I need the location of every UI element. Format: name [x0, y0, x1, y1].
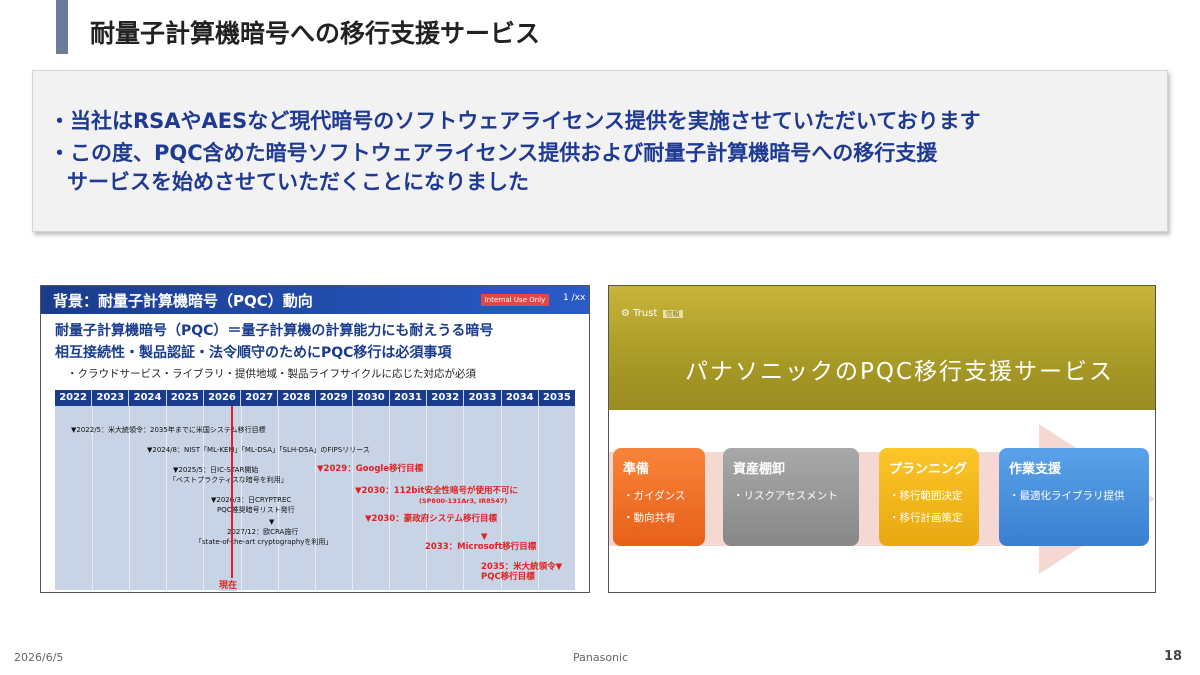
- bullet-1: ・当社はRSAやAESなど現代暗号のソフトウェアライセンス提供を実施させていただ…: [49, 109, 981, 133]
- year-label: 2022: [55, 390, 93, 406]
- year-gridline: [241, 406, 242, 590]
- timeline-target: PQC移行目標: [481, 572, 535, 582]
- timeline-event: ▼2022/5：米大統領令：2035年までに米国システム移行目標: [71, 426, 266, 434]
- title-accent-bar: [56, 0, 68, 54]
- timeline-event: 2027/12：欧CRA施行: [227, 528, 299, 536]
- year-gridline: [203, 406, 204, 590]
- step-item: ・最適化ライブラリ提供: [1009, 490, 1125, 502]
- step-card-planning: プランニング ・移行範囲決定 ・移行計画策定: [879, 448, 979, 546]
- year-label: 2025: [167, 390, 204, 406]
- bullet-2-continued: サービスを始めさせていただくことになりました: [67, 170, 529, 194]
- step-title: 準備: [623, 462, 650, 477]
- timeline-event: 「state-of-the-art cryptographyを利用」: [195, 538, 333, 546]
- now-label: 現在: [219, 578, 238, 591]
- timeline-event: ▼2025/5：日IC-STAR開始: [173, 466, 259, 474]
- step-title: 資産棚卸: [733, 462, 786, 477]
- background-slide-page: 1 /xx: [563, 293, 586, 303]
- summary-callout: ・当社はRSAやAESなど現代暗号のソフトウェアライセンス提供を実施させていただ…: [32, 70, 1168, 232]
- step-title: プランニング: [889, 462, 968, 477]
- trust-logo-text: Trust: [633, 308, 658, 319]
- service-title-band: ⚙ Trust 信頼 パナソニックのPQC移行支援サービス: [609, 286, 1155, 410]
- timeline-event: ▼2026/3：日CRYPTREC: [211, 496, 292, 504]
- step-card-inventory: 資産棚卸 ・リスクアセスメント: [723, 448, 859, 546]
- trust-logo: ⚙ Trust 信頼: [621, 308, 683, 319]
- year-label: 2023: [92, 390, 130, 406]
- year-label: 2033: [464, 390, 502, 406]
- step-item: ・ガイダンス: [623, 490, 686, 502]
- step-card-support: 作業支援 ・最適化ライブラリ提供: [999, 448, 1149, 546]
- year-label: 2026: [204, 390, 242, 406]
- year-label: 2029: [316, 390, 353, 406]
- year-gridline: [278, 406, 279, 590]
- slide-title: 耐量子計算機暗号への移行支援サービス: [90, 19, 541, 48]
- year-gridline: [129, 406, 130, 590]
- year-label: 2028: [278, 390, 316, 406]
- timeline-target: ▼: [481, 532, 488, 542]
- pqc-timeline: 2022 2023 2024 2025 2026 2027 2028 2029 …: [55, 390, 575, 591]
- year-label: 2024: [129, 390, 167, 406]
- year-gridline: [352, 406, 353, 590]
- timeline-target: 2033：Microsoft移行目標: [425, 542, 537, 552]
- background-slide-image: 背景：耐量子計算機暗号（PQC）動向 Internal Use Only 1 /…: [40, 285, 590, 593]
- service-title: パナソニックのPQC移行支援サービス: [685, 359, 1115, 385]
- timeline-target: ▼2030：112bit安全性暗号が使用不可に: [355, 486, 518, 496]
- now-marker-line: [231, 406, 233, 586]
- step-card-preparation: 準備 ・ガイダンス ・動向共有: [613, 448, 705, 546]
- year-gridline: [501, 406, 502, 590]
- year-label: 2032: [427, 390, 465, 406]
- year-gridline: [426, 406, 427, 590]
- timeline-event: PQC推奨暗号リスト発行: [217, 506, 295, 514]
- timeline-event: ▼: [269, 518, 275, 526]
- page-number: 18: [1164, 649, 1183, 664]
- timeline-target: 2035：米大統領令▼: [481, 562, 563, 572]
- pqc-note: ・クラウドサービス・ライブラリ・提供地域・製品ライフサイクルに応じた対応が必須: [67, 368, 476, 380]
- timeline-years: 2022 2023 2024 2025 2026 2027 2028 2029 …: [55, 390, 575, 406]
- step-item: ・移行範囲決定: [889, 490, 963, 502]
- year-label: 2027: [241, 390, 279, 406]
- year-label: 2035: [543, 392, 571, 403]
- footer-date: 2026/6/5: [14, 651, 64, 664]
- step-item: ・リスクアセスメント: [733, 490, 838, 502]
- year-label: 2030: [353, 390, 390, 406]
- gear-icon: ⚙: [621, 308, 630, 319]
- footer-brand: Panasonic: [573, 651, 629, 664]
- timeline-target: ▼2029：Google移行目標: [317, 464, 424, 474]
- year-label: 2031: [390, 390, 428, 406]
- timeline-target: ▼2030：豪政府システム移行目標: [365, 514, 497, 524]
- year-gridline: [538, 406, 539, 590]
- pqc-definition: 耐量子計算機暗号（PQC）＝量子計算機の計算能力にも耐えうる暗号: [55, 323, 494, 339]
- step-item: ・移行計画策定: [889, 512, 963, 524]
- internal-use-badge: Internal Use Only: [481, 294, 549, 306]
- trust-logo-tag: 信頼: [662, 310, 683, 318]
- year-gridline: [166, 406, 167, 590]
- step-title: 作業支援: [1009, 462, 1062, 477]
- year-gridline: [92, 406, 93, 590]
- background-slide-header: 背景：耐量子計算機暗号（PQC）動向 Internal Use Only 1 /…: [41, 286, 589, 314]
- service-slide-image: ⚙ Trust 信頼 パナソニックのPQC移行支援サービス 準備 ・ガイダンス …: [608, 285, 1156, 593]
- year-label: 2034: [502, 390, 539, 406]
- pqc-requirement: 相互接続性・製品認証・法令順守のためにPQC移行は必須事項: [55, 345, 452, 361]
- timeline-event: ▼2024/8：NIST「ML-KEM」「ML-DSA」「SLH-DSA」のFI…: [147, 446, 370, 454]
- year-gridline: [315, 406, 316, 590]
- timeline-event: 「ベストプラクティスな暗号を利用」: [169, 476, 288, 484]
- bullet-2: ・この度、PQC含めた暗号ソフトウェアライセンス提供および耐量子計算機暗号への移…: [49, 141, 938, 165]
- year-gridline: [463, 406, 464, 590]
- year-gridline: [389, 406, 390, 590]
- step-item: ・動向共有: [623, 512, 676, 524]
- timeline-target: (SP800-131Ar3, IR8547): [419, 497, 508, 505]
- background-slide-title: 背景：耐量子計算機暗号（PQC）動向: [53, 292, 313, 310]
